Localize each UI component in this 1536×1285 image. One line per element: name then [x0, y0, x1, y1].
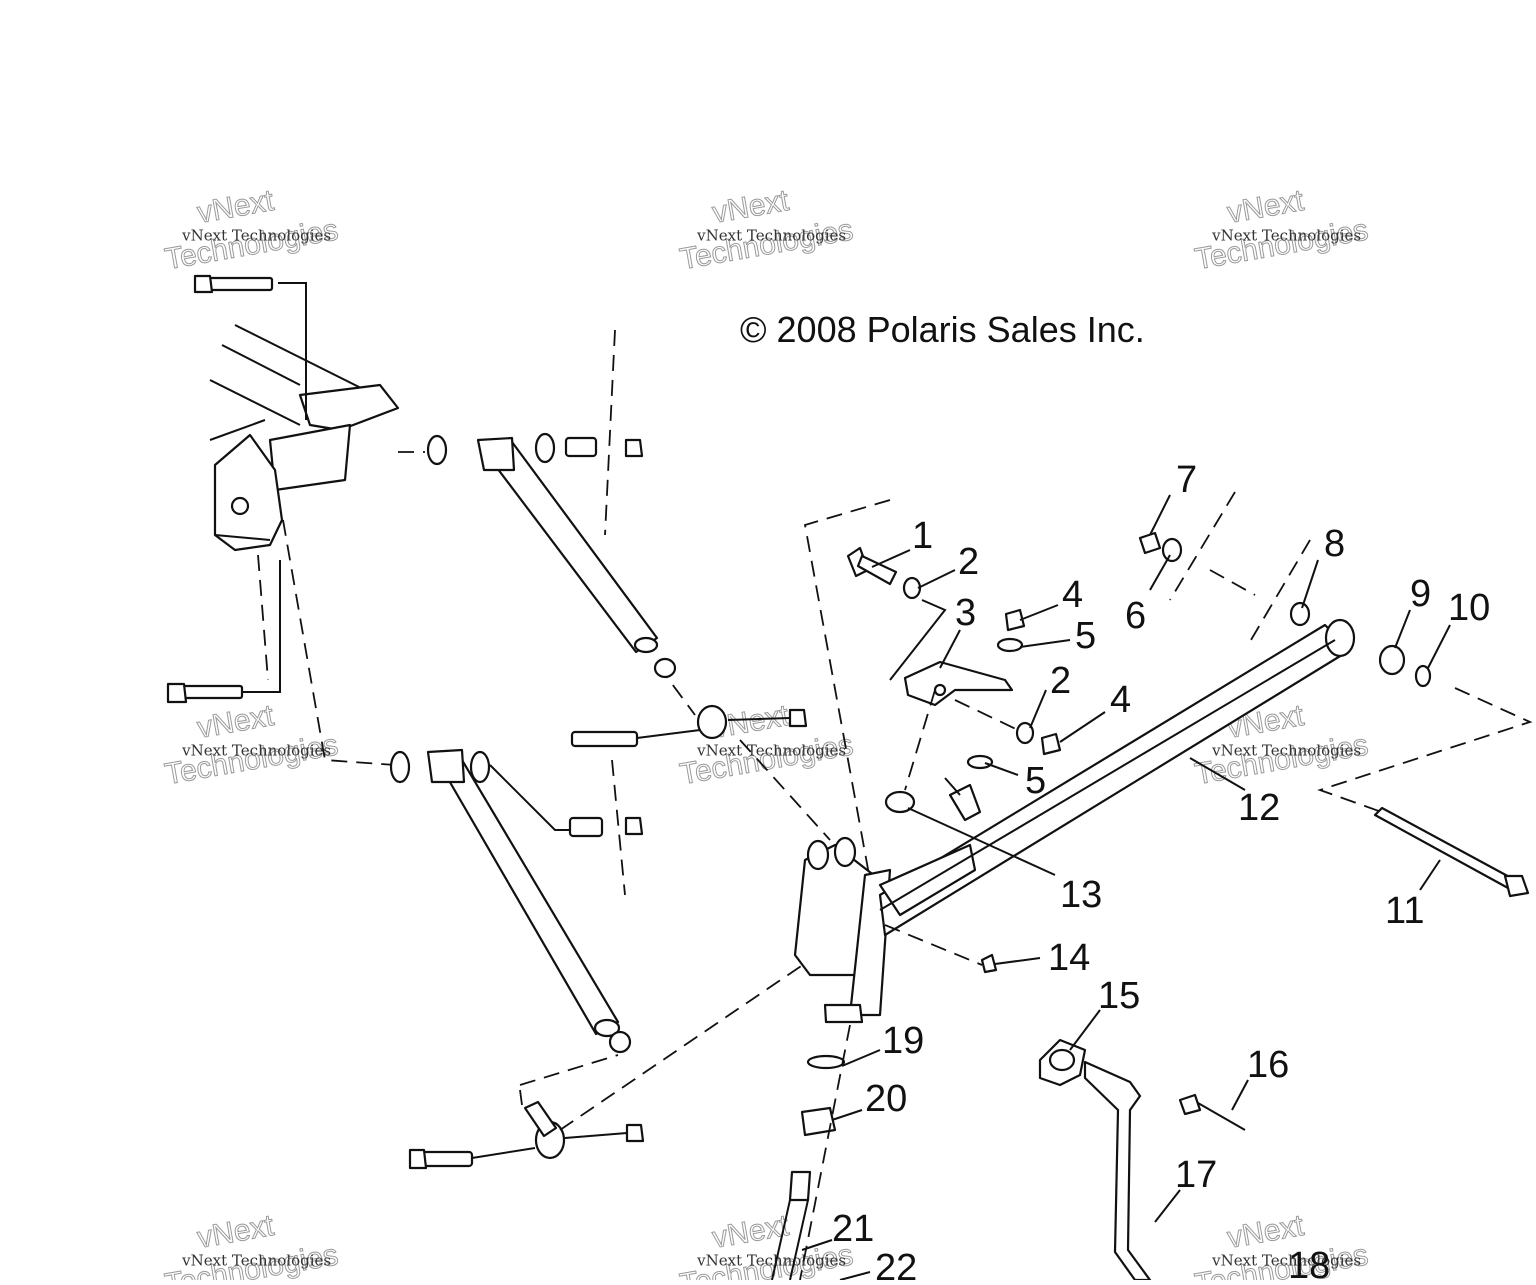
watermark-small-text: vNext Technologies: [1211, 226, 1361, 244]
callout-4-lower: 4: [1110, 679, 1131, 721]
leader-lines: [801, 494, 1451, 1281]
callout-3: 3: [955, 592, 976, 634]
bolt-part-11: [1373, 806, 1530, 898]
watermark-small-text: vNext Technologies: [1211, 1251, 1361, 1269]
callout-11: 11: [1385, 890, 1424, 932]
oring-part-10: [1414, 664, 1432, 688]
frame-mount-bracket: [209, 324, 400, 552]
callout-15: 15: [1098, 975, 1140, 1017]
nut-part-7: [1138, 531, 1162, 555]
upper-a-arm: [426, 432, 659, 654]
callout-18: 18: [1288, 1245, 1330, 1280]
upper-ball-joint: [570, 657, 808, 748]
callout-20: 20: [865, 1078, 907, 1120]
callout-17: 17: [1175, 1154, 1217, 1196]
watermark-small-text: vNext Technologies: [181, 1251, 331, 1269]
lower-ball-joint: [408, 1030, 645, 1170]
watermark-big-line1: vNext: [195, 1209, 277, 1255]
callout-21: 21: [832, 1208, 874, 1250]
bolt-part-1: [846, 546, 898, 586]
bushing-part-13: [884, 790, 916, 814]
callout-1: 1: [912, 515, 933, 557]
watermark-big-line2: Technologies: [677, 728, 855, 791]
lower-bolt: [166, 682, 244, 704]
watermark-big-line1: vNext: [710, 184, 792, 230]
watermark-small-text: vNext Technologies: [696, 1251, 846, 1269]
cotter-part-5: [966, 637, 1024, 770]
washer-part-6: [1161, 537, 1183, 563]
watermark-big-line1: vNext: [1225, 184, 1307, 230]
watermark-big-line2: Technologies: [162, 213, 340, 276]
watermark-small-text: vNext Technologies: [181, 226, 331, 244]
nut-part-4: [1004, 608, 1062, 756]
callout-4-upper: 4: [1062, 574, 1083, 616]
watermark-big-line2: Technologies: [162, 728, 340, 791]
callout-10: 10: [1448, 587, 1490, 629]
callout-6: 6: [1125, 595, 1146, 637]
watermark-small-text: vNext Technologies: [1211, 741, 1361, 759]
callout-9: 9: [1410, 573, 1431, 615]
stabilizer-bar: [1038, 1038, 1152, 1282]
watermark-big-line2: Technologies: [677, 213, 855, 276]
callout-12: 12: [1238, 787, 1280, 829]
lower-a-arm: [389, 748, 644, 1038]
watermark-small-text: vNext Technologies: [696, 226, 846, 244]
fitting-part-14: [980, 953, 998, 974]
bushing-part-9: [1378, 644, 1406, 676]
callout-2-lower: 2: [1050, 660, 1071, 702]
steering-arm-part-3: [903, 660, 1014, 707]
callout-16: 16: [1247, 1044, 1289, 1086]
callout-7: 7: [1176, 459, 1197, 501]
callout-22: 22: [875, 1247, 917, 1280]
callout-8: 8: [1324, 523, 1345, 565]
watermark-big-line1: vNext: [195, 184, 277, 230]
watermark-big-line1: vNext: [195, 699, 277, 745]
watermark-big-line2: Technologies: [1192, 213, 1370, 276]
watermark-small-text: vNext Technologies: [181, 741, 331, 759]
copyright-text: © 2008 Polaris Sales Inc.: [740, 309, 1145, 350]
link-part-16: [1178, 1093, 1246, 1131]
washer-part-8: [1289, 601, 1311, 627]
callout-13: 13: [1060, 874, 1102, 916]
callout-2-upper: 2: [958, 541, 979, 583]
steering-shaft: [771, 1054, 846, 1281]
spindle-knuckle: [793, 836, 892, 1024]
callout-5-upper: 5: [1075, 615, 1096, 657]
callout-14: 14: [1048, 937, 1090, 979]
trailing-arm: [878, 618, 1356, 937]
callout-19: 19: [882, 1020, 924, 1062]
callout-5-lower: 5: [1025, 760, 1046, 802]
watermark-small-text: vNext Technologies: [696, 741, 846, 759]
upper-bolt: [193, 274, 274, 294]
tie-rod-end: [944, 777, 982, 822]
